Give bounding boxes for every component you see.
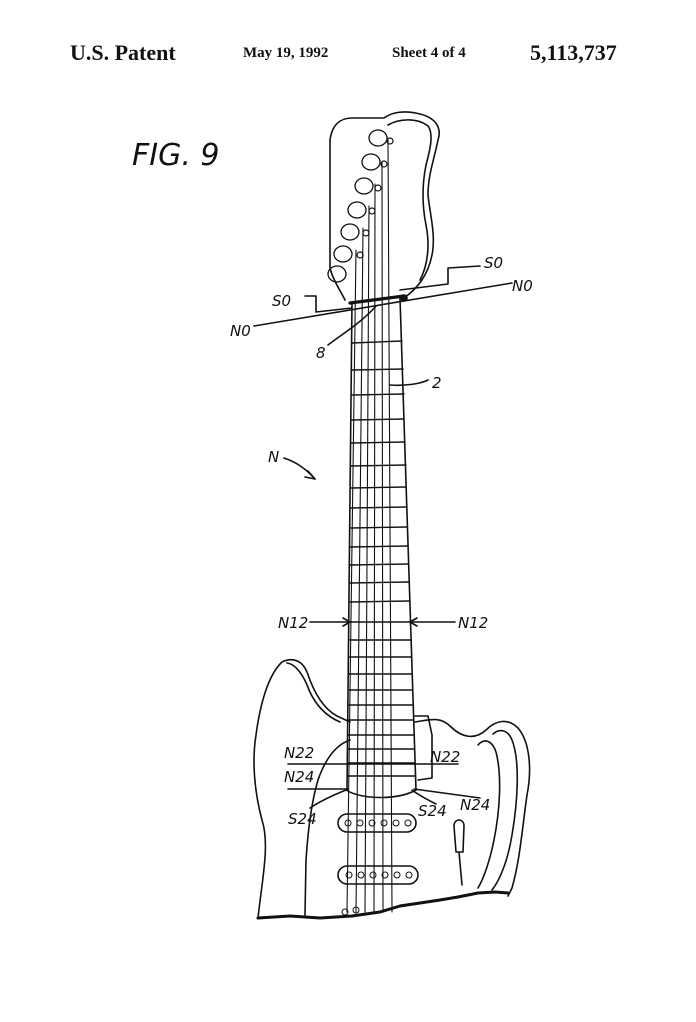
neck-pocket-edge [414,715,433,781]
tuner-peg [361,153,381,171]
neck-edge-right [399,297,417,791]
leader-n [283,457,316,480]
s0-left-line [304,295,353,313]
label-ref-n: N [268,448,279,466]
upper-horn-edge [286,662,341,723]
label-ref-2: 2 [432,374,442,392]
patent-number: 5,113,737 [530,40,617,65]
body-contour-left [304,739,351,916]
tuner-pegs [327,129,388,283]
label-n24-right: N24 [460,796,490,814]
n12-arrow-right [409,617,418,627]
label-n22-left: N22 [284,744,314,762]
strings [346,139,393,913]
sheet-number: Sheet 4 of 4 [392,45,466,61]
bridge-pickup-poles [341,906,360,916]
s24-right-leader [411,789,437,805]
tuner-posts [356,137,394,259]
tuner-peg [347,201,367,219]
patent-office-label: U.S. Patent [70,40,176,65]
body-break-line [256,890,510,920]
label-n12-right: N12 [458,614,488,632]
s24-left-leader [309,789,347,809]
label-s24-left: S24 [288,810,317,828]
middle-pickup-poles [345,871,413,879]
label-s0-left: S0 [272,292,291,310]
middle-pickup [337,865,419,885]
label-s0-right: S0 [484,254,503,272]
tuner-peg [354,177,374,195]
lower-horn-inner-2 [477,740,501,889]
guitar-body-outline [253,658,531,919]
patent-date: May 19, 1992 [243,45,329,61]
leader-8 [327,305,377,346]
label-n22-right: N22 [430,748,460,766]
headstock-outline [329,111,440,301]
tuner-peg [327,265,347,283]
nut [348,294,406,305]
figure-title: FIG. 9 [132,138,220,173]
n0-line [253,282,513,327]
tuner-peg [368,129,388,147]
headstock-inner [387,119,432,281]
leader-n-arrow [304,470,316,480]
fretboard-end [345,789,417,799]
n12-arrow-left [342,617,351,627]
lower-horn-inner [491,729,519,891]
n0-point [400,294,408,302]
selector-switch [453,819,465,853]
tuner-peg [340,223,360,241]
n24-line-right [413,788,481,799]
label-ref-8: 8 [316,344,326,362]
label-s24-right: S24 [418,802,447,820]
leader-2 [389,379,429,387]
neck-pickup [337,813,417,833]
label-n0-right: N0 [512,277,533,295]
tuner-peg [333,245,353,263]
neck-edge-left [346,301,353,791]
neck-pickup-poles [344,819,412,827]
label-n24-left: N24 [284,768,314,786]
label-n12-left: N12 [278,614,308,632]
s0-right-line [399,265,481,291]
selector-slot [458,851,463,886]
label-n0-left: N0 [230,322,251,340]
